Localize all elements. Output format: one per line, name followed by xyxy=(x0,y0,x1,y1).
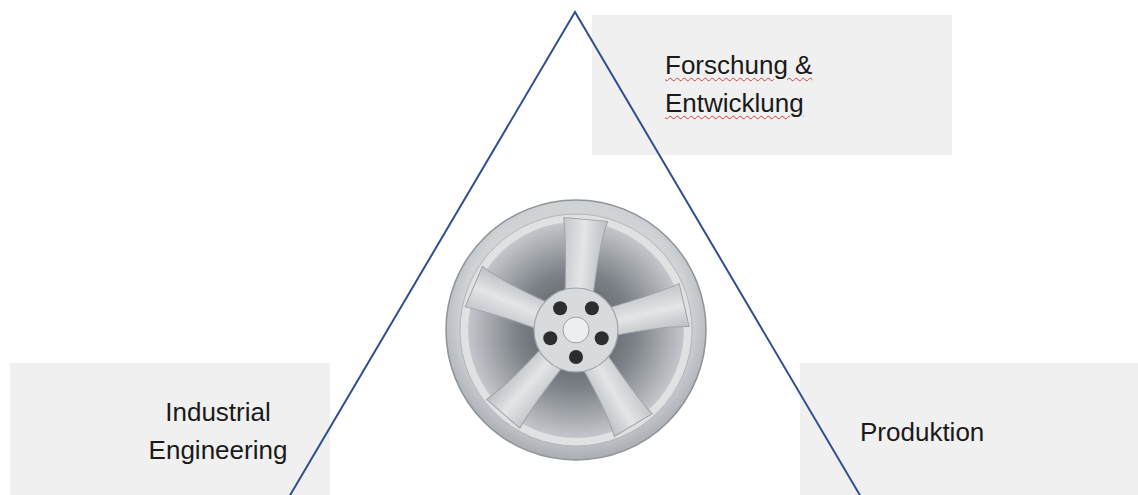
box-label: Forschung & Entwicklung xyxy=(665,46,865,122)
triangle-outline xyxy=(289,12,861,495)
box-label: Produktion xyxy=(860,413,1100,451)
box-label: Industrial Engineering xyxy=(118,393,318,469)
wheel-illustration xyxy=(446,200,706,460)
grey-label-box: Produktion xyxy=(800,363,1138,495)
grey-label-box: Industrial Engineering xyxy=(10,363,330,495)
